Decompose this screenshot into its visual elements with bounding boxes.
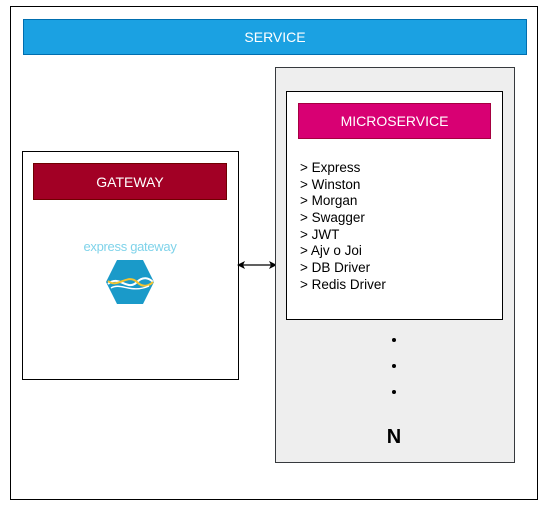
list-item: > Morgan bbox=[300, 193, 358, 209]
microservice-tech-list: > Express > Winston > Morgan > Swagger >… bbox=[300, 160, 386, 294]
list-item: > Express bbox=[300, 160, 361, 175]
ellipsis-dot bbox=[392, 390, 396, 394]
gateway-header: GATEWAY bbox=[33, 163, 227, 200]
ellipsis-dot bbox=[392, 364, 396, 368]
list-item: > DB Driver bbox=[300, 260, 371, 276]
list-item: > JWT bbox=[300, 226, 340, 242]
service-header: SERVICE bbox=[23, 19, 527, 55]
instance-count-label: N bbox=[386, 426, 402, 448]
ellipsis-dot bbox=[392, 338, 396, 342]
list-item: > Swagger bbox=[300, 210, 365, 226]
list-item: > Redis Driver bbox=[300, 276, 386, 292]
microservice-title: MICROSERVICE bbox=[340, 113, 449, 129]
service-title: SERVICE bbox=[244, 29, 306, 45]
gateway-title: GATEWAY bbox=[96, 173, 164, 190]
microservice-header: MICROSERVICE bbox=[298, 103, 491, 139]
list-item: > Winston bbox=[300, 176, 361, 192]
express-gateway-logo-icon bbox=[106, 260, 154, 304]
express-gateway-logo-text: express gateway bbox=[83, 239, 177, 254]
bidirectional-arrow bbox=[237, 261, 277, 269]
list-item: > Ajv o Joi bbox=[300, 243, 362, 259]
